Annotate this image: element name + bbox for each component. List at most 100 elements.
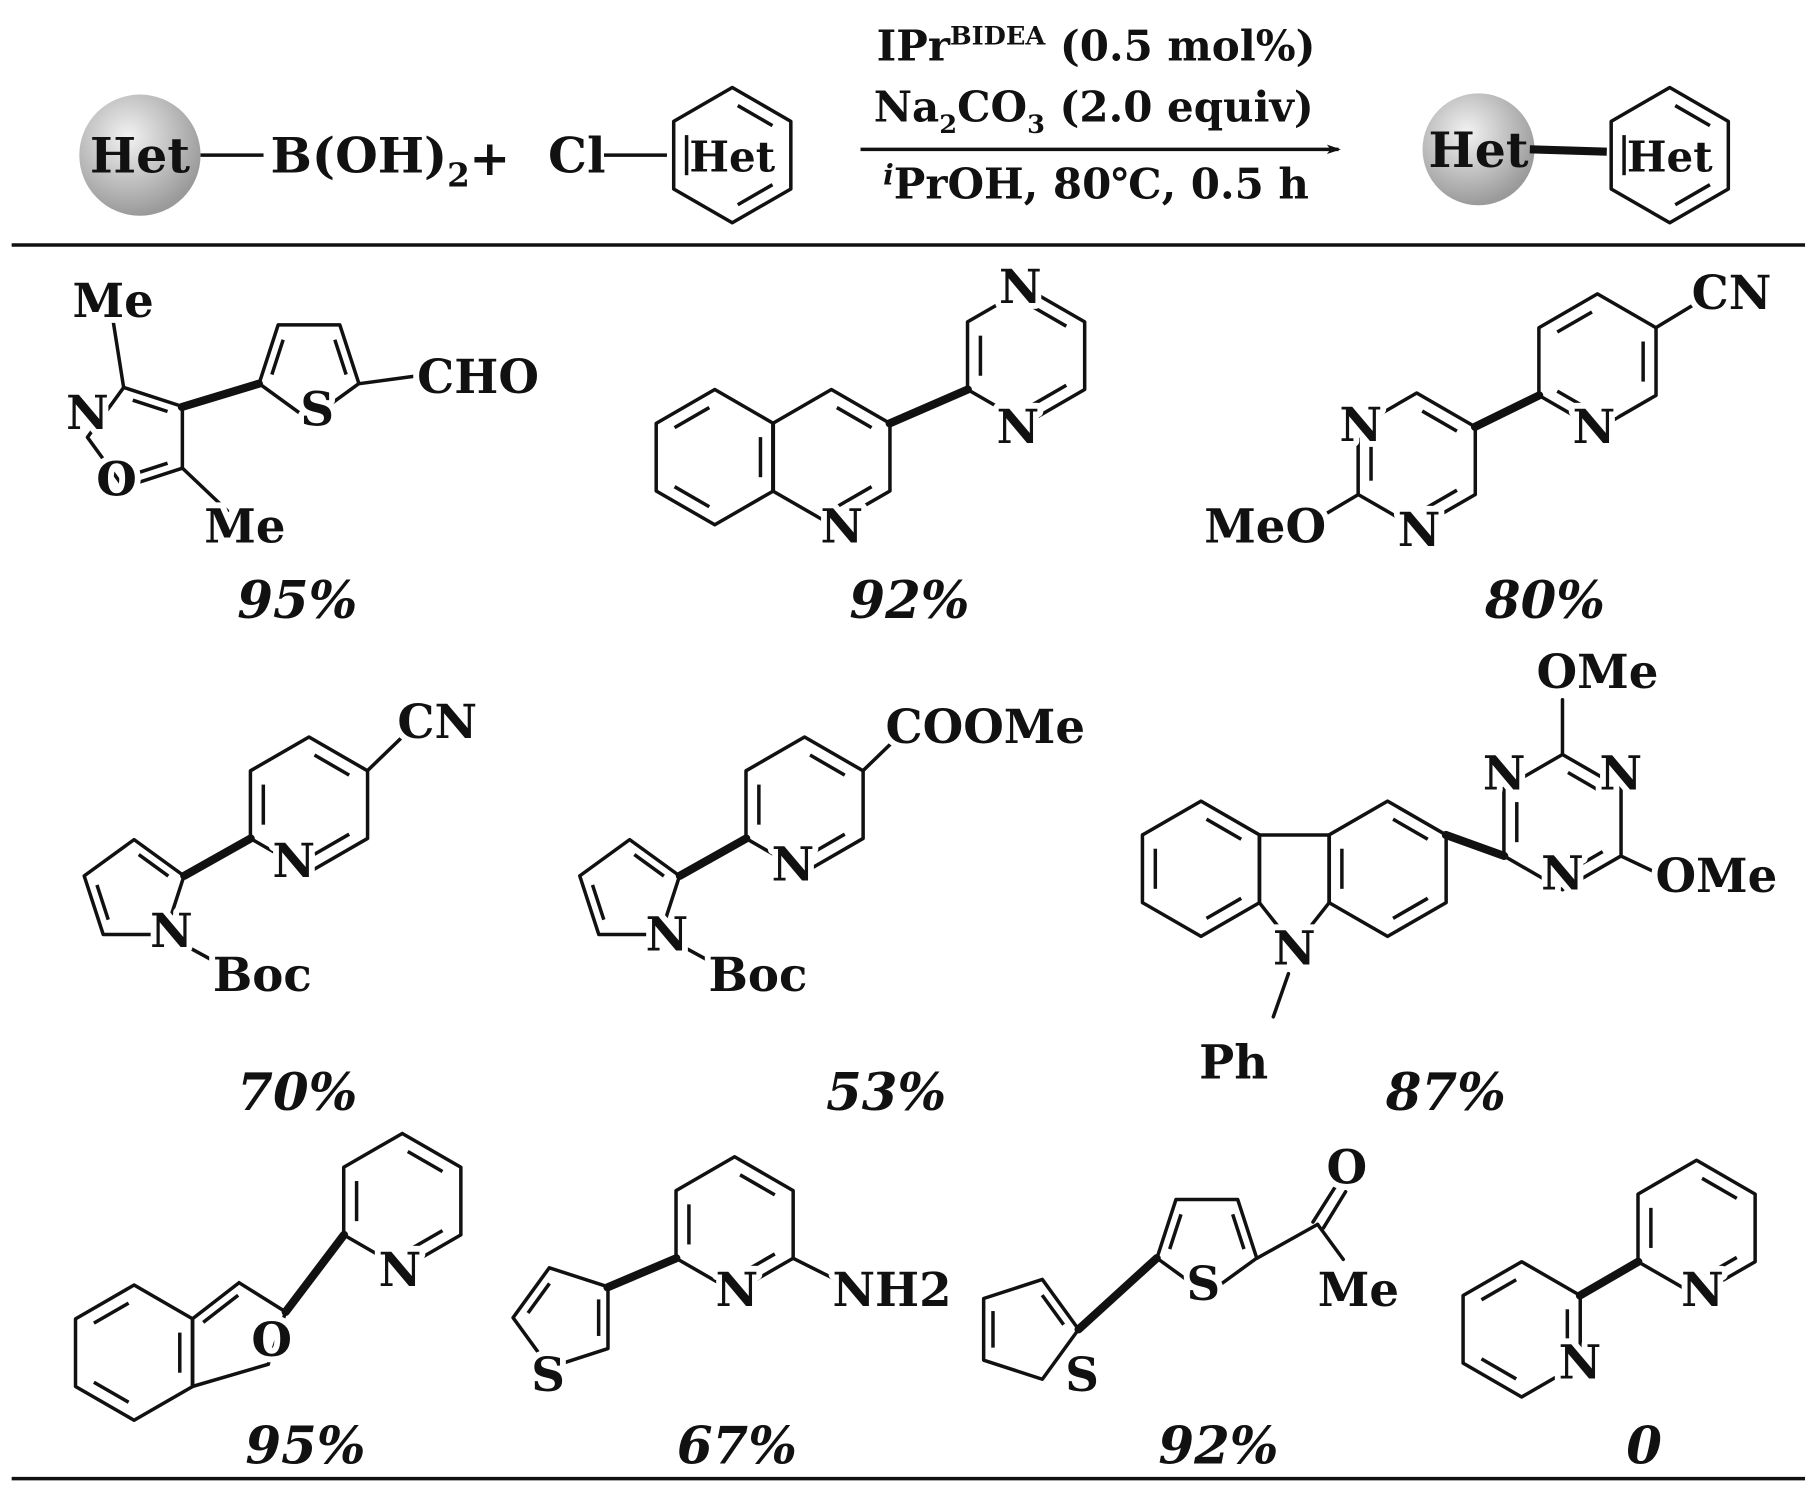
atom-label: N: [646, 906, 689, 961]
yield-label: 0: [1626, 1416, 1662, 1476]
bond: [1654, 299, 1702, 330]
six-membered-ring: [674, 1155, 795, 1294]
product-general: Het Het: [1422, 85, 1731, 225]
reaction-conditions: IPrBIDEA (0.5 mol%) Na2CO3 (2.0 equiv) i…: [860, 21, 1341, 208]
atom-label: Ph: [1199, 1035, 1268, 1090]
het-sphere-icon: [79, 94, 201, 216]
product-entry: NN0: [1461, 1158, 1757, 1476]
atom-label: N: [1599, 745, 1642, 800]
atom-label: Me: [204, 498, 285, 553]
new-c-c-bond: [180, 834, 255, 880]
five-membered-ring: [1155, 1197, 1259, 1297]
new-c-c-bond: [1074, 1254, 1161, 1334]
five-membered-ring: [257, 323, 361, 422]
six-membered-ring: [1636, 1158, 1757, 1298]
bond: [162, 932, 218, 964]
atom-label: CN: [1692, 265, 1772, 320]
yield-label: 53%: [826, 1063, 946, 1123]
yield-label: 92%: [849, 571, 969, 631]
yield-label: 92%: [1158, 1416, 1278, 1476]
bond: [1313, 492, 1361, 522]
het-label: Het: [90, 127, 190, 185]
bond: [1311, 1185, 1337, 1224]
yield-label: 80%: [1484, 571, 1605, 631]
atom-label: N: [1559, 1334, 1602, 1389]
atom-label: S: [531, 1347, 565, 1402]
chloro-label: Cl: [548, 127, 606, 185]
atom-label: N: [1483, 745, 1526, 800]
atom-label: Me: [1318, 1262, 1399, 1317]
yield-label: 95%: [245, 1416, 365, 1476]
bond: [111, 318, 126, 389]
five-membered-ring: [82, 837, 186, 937]
atom-label: Boc: [708, 947, 807, 1002]
atom-label: COOMe: [885, 699, 1085, 754]
atom-label: S: [300, 382, 334, 437]
new-c-c-bond: [1470, 391, 1544, 431]
six-membered-ring: [73, 1283, 195, 1423]
atom-label: Me: [72, 273, 153, 328]
atom-label: MeO: [1204, 498, 1326, 553]
six-membered-ring: [1609, 85, 1731, 225]
bond: [1619, 854, 1667, 879]
atom-label: N: [273, 833, 316, 888]
reactant-heteroaryl-chloride: Cl Het: [548, 85, 793, 225]
product-entry: N N Boc COOMe 53%: [578, 693, 1091, 1123]
hexagon-ring-icon: [1609, 85, 1731, 225]
five-membered-ring: [190, 1280, 288, 1389]
atom-label: S: [1065, 1347, 1099, 1402]
new-c-c-bond: [177, 379, 263, 412]
new-c-c-bond: [1575, 1257, 1643, 1300]
yield-label: 87%: [1385, 1063, 1506, 1123]
new-bond: [1529, 145, 1607, 156]
six-membered-ring: [671, 85, 793, 225]
atom-label: N: [772, 836, 815, 891]
yield-label: 67%: [677, 1416, 797, 1476]
new-c-c-bond: [1441, 830, 1509, 861]
yield-label: 95%: [237, 571, 357, 631]
atom-label: O: [1326, 1140, 1367, 1195]
het-ring-label: Het: [1627, 132, 1713, 181]
six-membered-ring: [1502, 752, 1623, 892]
atom-label: N: [1398, 502, 1441, 557]
atom-label: N: [1681, 1262, 1724, 1317]
bond: [1315, 1222, 1346, 1262]
five-membered-ring: [511, 1266, 610, 1370]
reactant-boronic-acid: Het B(OH)2: [79, 94, 470, 216]
new-c-c-bond: [603, 1254, 681, 1292]
five-membered-ring: [981, 1277, 1081, 1381]
six-membered-ring: [341, 1131, 463, 1271]
five-membered-ring: [1257, 833, 1332, 950]
atom-label: CN: [397, 694, 477, 749]
atom-label: N: [821, 498, 864, 553]
bond: [357, 373, 422, 386]
het-sphere-icon: [1422, 93, 1535, 206]
boronic-group: B(OH)2: [271, 127, 470, 195]
six-membered-ring: [1327, 799, 1448, 939]
het-label: Het: [1428, 121, 1528, 179]
bond: [1271, 971, 1291, 1019]
new-c-c-bond: [885, 385, 972, 428]
hexagon-ring-icon: [671, 85, 793, 225]
atom-label: OMe: [1537, 644, 1659, 699]
plus-sign: +: [469, 129, 510, 187]
atom-label: N: [997, 399, 1040, 454]
solvent-temp-time-label: iPrOH, 80℃, 0.5 h: [883, 158, 1309, 208]
five-membered-ring: [578, 837, 682, 937]
bond: [1255, 1222, 1320, 1260]
atom-label: N: [1273, 920, 1316, 975]
atom-label: N: [1541, 846, 1584, 901]
product-structure: NN: [1461, 1158, 1757, 1399]
six-membered-ring: [1140, 799, 1262, 939]
bond: [180, 465, 230, 513]
atom-label: Boc: [213, 947, 312, 1002]
het-ring-label: Het: [689, 132, 775, 181]
atom-label: NH2: [832, 1262, 951, 1317]
